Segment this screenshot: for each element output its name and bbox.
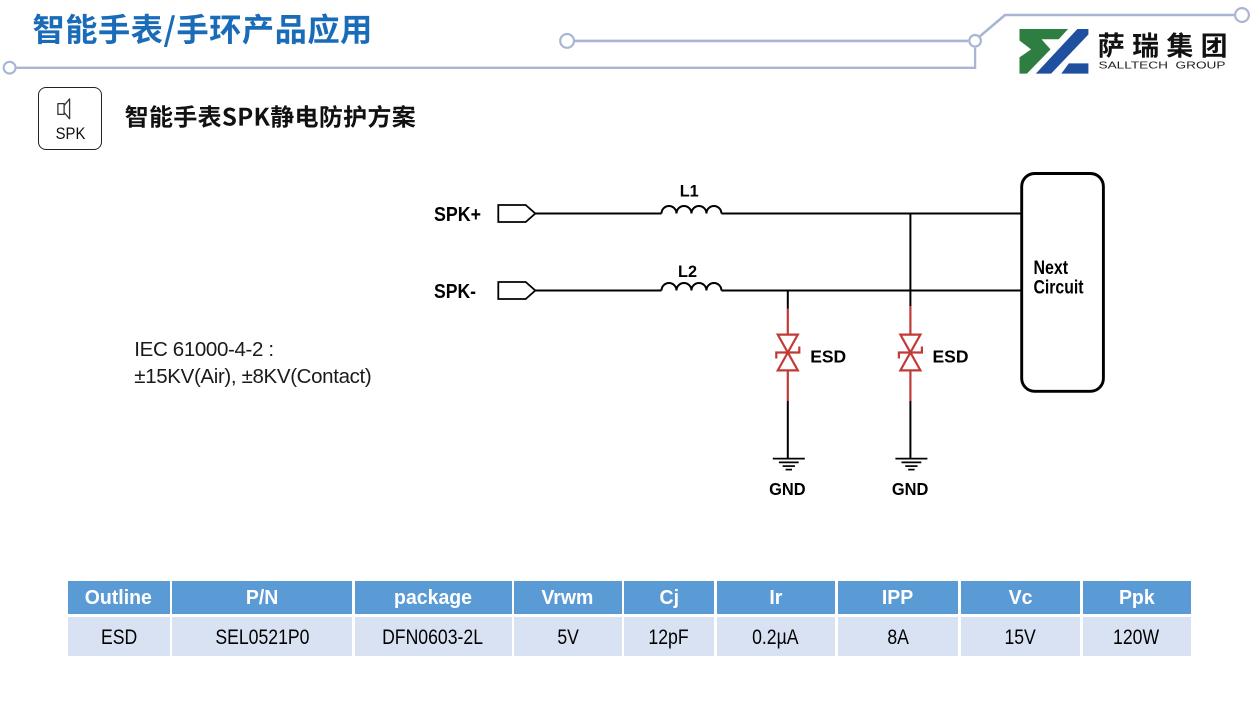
svg-text:Next: Next <box>1034 258 1069 279</box>
svg-text:ESD: ESD <box>810 347 846 367</box>
svg-text:SALLTECH GROUP: SALLTECH GROUP <box>1099 61 1226 72</box>
svg-text:L1: L1 <box>680 183 699 201</box>
svg-text:SPK-: SPK- <box>434 281 476 303</box>
svg-text:ESD: ESD <box>933 347 969 367</box>
svg-text:L2: L2 <box>678 263 697 281</box>
svg-text:GND: GND <box>892 479 929 499</box>
svg-text:GND: GND <box>769 479 806 499</box>
svg-text:SPK+: SPK+ <box>434 204 481 226</box>
svg-text:Circuit: Circuit <box>1034 277 1084 298</box>
